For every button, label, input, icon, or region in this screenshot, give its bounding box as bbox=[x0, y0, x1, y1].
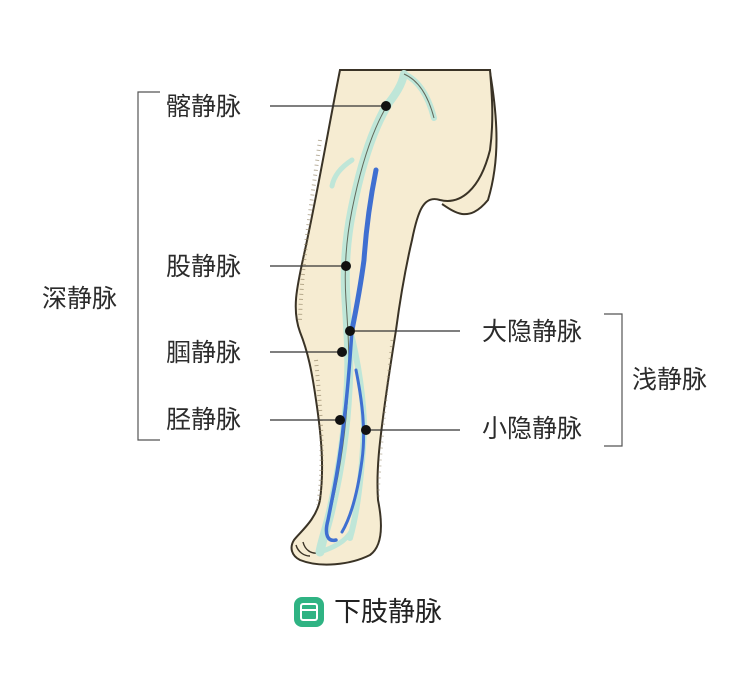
femoral-vein-marker bbox=[341, 261, 351, 271]
great-saphenous-vein-label: 大隐静脉 bbox=[482, 317, 582, 346]
shading-left bbox=[298, 139, 322, 321]
leg-illustration bbox=[290, 69, 498, 566]
shading-right bbox=[376, 339, 394, 501]
popliteal-vein-marker bbox=[337, 347, 347, 357]
superficial-veins-bracket bbox=[604, 313, 623, 447]
tibial-vein-marker bbox=[335, 415, 345, 425]
deep-veins-drawing bbox=[324, 167, 379, 543]
deep-veins-bracket bbox=[137, 91, 160, 441]
diagram-caption: 下肢静脉 bbox=[334, 597, 442, 628]
small-saphenous-vein-marker bbox=[361, 425, 371, 435]
tibial-vein-label: 胫静脉 bbox=[166, 405, 241, 434]
book-icon bbox=[294, 597, 324, 627]
superficial-veins-label: 浅静脉 bbox=[632, 365, 707, 394]
shading-calf bbox=[314, 359, 324, 506]
small-saphenous-vein-label: 小隐静脉 bbox=[482, 414, 582, 443]
deep-veins-label: 深静脉 bbox=[42, 284, 117, 313]
superficial-veins-outline bbox=[331, 73, 435, 506]
iliac-vein-label: 髂静脉 bbox=[166, 92, 241, 121]
great-saphenous-vein-marker bbox=[345, 326, 355, 336]
iliac-vein-marker bbox=[381, 101, 391, 111]
popliteal-vein-label: 腘静脉 bbox=[166, 338, 241, 367]
femoral-vein-label: 股静脉 bbox=[166, 252, 241, 281]
